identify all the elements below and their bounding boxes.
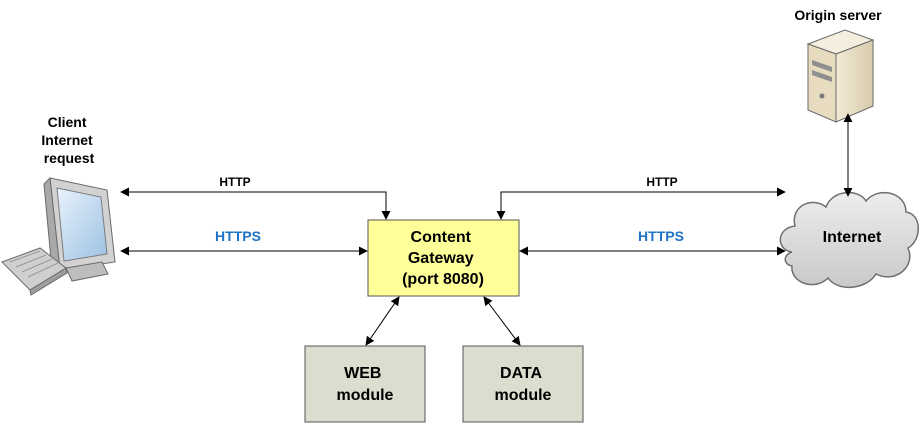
gateway-line-1: Content bbox=[411, 229, 472, 246]
client-label-line-1: Client bbox=[48, 114, 87, 130]
web-module-line-2: module bbox=[337, 387, 394, 404]
internet-label: Internet bbox=[823, 229, 882, 246]
client-label-line-2: Internet bbox=[41, 132, 93, 148]
web-module-line-1: WEB bbox=[344, 365, 381, 382]
right-http-label: HTTP bbox=[646, 175, 677, 189]
data-module-line-1: DATA bbox=[500, 365, 543, 382]
content-gateway-box bbox=[367, 219, 520, 297]
right-http-connector bbox=[496, 187, 786, 220]
right-https-label: HTTPS bbox=[638, 228, 684, 244]
svg-text:DATA module: DATA module bbox=[495, 365, 552, 404]
web-module-box bbox=[304, 345, 426, 423]
data-module-box bbox=[462, 345, 584, 423]
left-http-label: HTTP bbox=[219, 175, 250, 189]
cloud-icon bbox=[779, 191, 919, 289]
client-label-line-3: request bbox=[44, 150, 95, 166]
computer-icon bbox=[1, 176, 116, 296]
svg-text:Content Gateway (port: Content Gateway (port 8080) bbox=[402, 229, 484, 288]
gateway-line-2: Gateway bbox=[408, 250, 474, 267]
gateway-web-connector bbox=[365, 296, 400, 346]
svg-text:Client Internet reques: Client Internet request bbox=[41, 114, 96, 166]
server-icon bbox=[806, 29, 875, 123]
data-module-line-2: module bbox=[495, 387, 552, 404]
svg-text:WEB module: WEB module bbox=[337, 365, 394, 404]
left-http-connector bbox=[120, 187, 391, 220]
origin-server-label: Origin server bbox=[794, 7, 882, 23]
left-https-label: HTTPS bbox=[215, 228, 261, 244]
gateway-line-3: (port 8080) bbox=[402, 271, 484, 288]
gateway-data-connector bbox=[483, 296, 521, 346]
